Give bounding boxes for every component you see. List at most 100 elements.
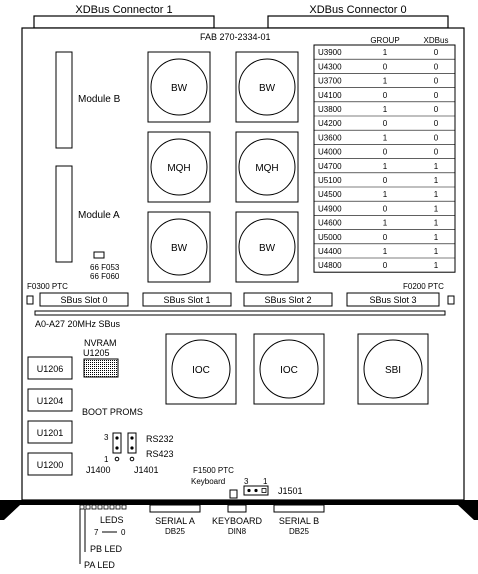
- f1500-ptc-label: F1500 PTC: [193, 466, 234, 475]
- j1401-label: J1401: [134, 465, 159, 475]
- table-cell-part: U4100: [318, 91, 342, 100]
- table-cell-group: 0: [383, 176, 388, 185]
- nvram-label: NVRAM: [84, 338, 117, 348]
- table-header-group: GROUP: [370, 36, 399, 45]
- table-cell-xdbus: 1: [434, 190, 439, 199]
- f0200-ptc-fuse: [447, 295, 455, 305]
- nvram-chip: [83, 358, 119, 378]
- chip-ioc-1: IOC: [165, 333, 237, 405]
- chip-u1206: U1206: [27, 356, 73, 380]
- jumper-j1401-block: [127, 432, 137, 454]
- table-cell-xdbus: 0: [434, 62, 439, 71]
- svg-text:BW: BW: [171, 243, 188, 254]
- table-cell-part: U3900: [318, 48, 342, 57]
- j1400-label: J1400: [86, 465, 111, 475]
- serial-b-sub: DB25: [289, 527, 310, 536]
- svg-text:U1206: U1206: [37, 364, 64, 374]
- f0200-ptc-label: F0200 PTC: [403, 282, 444, 291]
- rs232-label: RS232: [146, 434, 174, 444]
- table-cell-xdbus: 1: [434, 162, 439, 171]
- pb-led-label: PB LED: [90, 544, 123, 554]
- svg-text:BW: BW: [259, 83, 276, 94]
- chip-u1201: U1201: [27, 420, 73, 444]
- svg-text:MQH: MQH: [167, 163, 190, 174]
- bottom-rail: [0, 500, 478, 505]
- f0300-ptc-label: F0300 PTC: [27, 282, 68, 291]
- svg-text:U1204: U1204: [37, 396, 64, 406]
- kbd-jumper-num-3: 3: [244, 477, 249, 486]
- table-cell-xdbus: 1: [434, 176, 439, 185]
- chip-mqh-2: MQH: [235, 131, 299, 203]
- module-b-connector: [55, 51, 73, 149]
- chip-bw-1: BW: [147, 51, 211, 123]
- keyboard-sub: DIN8: [228, 527, 247, 536]
- table-cell-group: 1: [383, 219, 388, 228]
- module-b-label: Module B: [78, 94, 121, 105]
- xdbus-connector-1: [33, 15, 215, 29]
- rs423-label: RS423: [146, 449, 174, 459]
- table-cell-group: 1: [383, 105, 388, 114]
- sbus-slot-0-label: SBus Slot 0: [60, 295, 107, 305]
- table-cell-group: 0: [383, 148, 388, 157]
- table-cell-group: 0: [383, 119, 388, 128]
- sbus-slot-3: [346, 292, 440, 307]
- keyboard-connector: [227, 504, 247, 513]
- table-cell-group: 0: [383, 62, 388, 71]
- table-cell-group: 1: [383, 77, 388, 86]
- chip-u1200: U1200: [27, 452, 73, 476]
- jumper-num-3: 3: [104, 433, 109, 442]
- chip-sbi: SBI: [357, 333, 429, 405]
- table-cell-part: U5100: [318, 176, 342, 185]
- table-cell-xdbus: 0: [434, 48, 439, 57]
- table-cell-part: U4600: [318, 219, 342, 228]
- fuse-label-f060: 66 F060: [90, 272, 120, 281]
- kbd-jumper-num-1: 1: [263, 477, 268, 486]
- serial-a-label: SERIAL A: [155, 516, 195, 526]
- chip-bw-3: BW: [147, 211, 211, 283]
- module-a-label: Module A: [78, 210, 120, 221]
- table-cell-part: U4900: [318, 204, 342, 213]
- fab-number: FAB 270-2334-01: [200, 32, 271, 42]
- sbus-slot-2: [243, 292, 333, 307]
- table-cell-part: U4700: [318, 162, 342, 171]
- table-cell-part: U4000: [318, 148, 342, 157]
- sbus-slot-2-label: SBus Slot 2: [264, 295, 311, 305]
- led-strip: [79, 504, 127, 510]
- table-cell-part: U4300: [318, 62, 342, 71]
- table-cell-xdbus: 0: [434, 105, 439, 114]
- svg-text:BW: BW: [259, 243, 276, 254]
- jumper-j1400-block: [112, 432, 122, 454]
- jumper-num-1: 1: [104, 455, 109, 464]
- sbus-slot-3-label: SBus Slot 3: [369, 295, 416, 305]
- svg-text:IOC: IOC: [280, 365, 298, 376]
- sbus-bar: [34, 310, 446, 316]
- serial-a-connector: [149, 504, 201, 513]
- fuse-label-f053: 66 F053: [90, 263, 120, 272]
- table-cell-xdbus: 0: [434, 133, 439, 142]
- table-cell-group: 0: [383, 204, 388, 213]
- keyboard-jumper-label: Keyboard: [191, 477, 225, 486]
- table-cell-xdbus: 1: [434, 261, 439, 270]
- table-cell-xdbus: 1: [434, 247, 439, 256]
- j1501-label: J1501: [278, 486, 303, 496]
- f0300-ptc-fuse: [26, 295, 34, 305]
- table-cell-xdbus: 1: [434, 219, 439, 228]
- table-header-xdbus: XDBus: [424, 36, 449, 45]
- chip-bw-4: BW: [235, 211, 299, 283]
- table-cell-group: 1: [383, 247, 388, 256]
- table-cell-xdbus: 0: [434, 148, 439, 157]
- table-cell-part: U4500: [318, 190, 342, 199]
- chip-bw-2: BW: [235, 51, 299, 123]
- table-cell-group: 1: [383, 48, 388, 57]
- chip-ioc-2: IOC: [253, 333, 325, 405]
- table-cell-xdbus: 1: [434, 233, 439, 242]
- sbus-slot-1: [142, 292, 232, 307]
- leds-num-7: 7: [94, 528, 99, 537]
- serial-b-label: SERIAL B: [279, 516, 319, 526]
- boot-proms-label: BOOT PROMS: [82, 407, 143, 417]
- keyboard-label: KEYBOARD: [212, 516, 263, 526]
- table-cell-xdbus: 0: [434, 91, 439, 100]
- table-cell-group: 1: [383, 133, 388, 142]
